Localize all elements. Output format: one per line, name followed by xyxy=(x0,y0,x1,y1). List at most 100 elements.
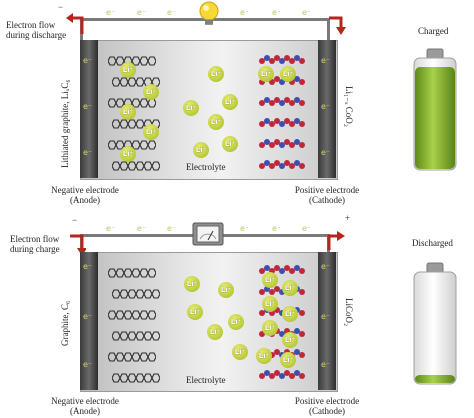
top-anode-plate xyxy=(80,40,98,178)
graphite-layer xyxy=(107,308,157,320)
bottom-electron-4: e⁻ xyxy=(240,224,250,233)
bottom-anode-electron-2: e⁻ xyxy=(83,312,93,321)
bottom-electron-3: e⁻ xyxy=(167,224,177,233)
bottom-li-ion: Li⁺ xyxy=(218,282,234,298)
graphite-layer xyxy=(111,329,161,341)
cathode-layer xyxy=(258,94,306,106)
bottom-anode-electron-1: e⁻ xyxy=(83,262,93,271)
top-right-arrow-icon xyxy=(329,16,346,35)
top-anode-material-label: Lithiated graphite, LiₓC₆ xyxy=(60,79,70,168)
top-anode-electron-3: e⁻ xyxy=(83,148,93,157)
top-li-ion: Li⁺ xyxy=(208,66,224,82)
top-li-ion: Li⁺ xyxy=(143,84,159,100)
bottom-positive-electrode-label: Positive electrode (Cathode) xyxy=(294,396,360,416)
top-cathode-electron-1: e⁻ xyxy=(321,56,331,65)
graphite-layer xyxy=(111,371,161,383)
top-anode-electron-1: e⁻ xyxy=(83,56,93,65)
bottom-li-ion: Li⁺ xyxy=(282,332,298,348)
bottom-plus-sign: + xyxy=(345,213,351,223)
bottom-anode-plate xyxy=(80,252,98,390)
bottom-li-ion: Li⁺ xyxy=(262,296,278,312)
top-cathode-electron-2: e⁻ xyxy=(321,102,331,111)
bottom-flow-label: Electron flow during charge xyxy=(10,234,60,254)
graphite-layer xyxy=(107,266,157,278)
discharged-battery-graphic xyxy=(413,262,457,385)
cathode-layer xyxy=(258,115,306,127)
bottom-electron-1: e⁻ xyxy=(106,224,116,233)
top-electron-6: e⁻ xyxy=(302,8,312,17)
bottom-electron-6: e⁻ xyxy=(302,224,312,233)
bottom-li-ion: Li⁺ xyxy=(228,314,244,330)
top-electrolyte-label: Electrolyte xyxy=(186,162,226,172)
charged-battery-graphic xyxy=(413,48,457,171)
bottom-li-ion: Li⁺ xyxy=(262,320,278,336)
bottom-li-ion: Li⁺ xyxy=(187,304,203,320)
bottom-cathode-electron-2: e⁻ xyxy=(321,312,331,321)
top-flow-label: Electron flow during discharge xyxy=(6,20,67,40)
bottom-cathode-plate xyxy=(318,252,336,390)
top-left-arrow-icon xyxy=(66,13,84,34)
top-cathode-material-label: Li₁₋ₓ CoO₂ xyxy=(344,86,354,127)
discharged-battery-icon xyxy=(412,262,458,391)
charger-meter-icon xyxy=(192,222,224,246)
top-li-ion: Li⁺ xyxy=(120,146,136,162)
cathode-layer xyxy=(258,52,306,64)
bottom-cathode-electron-1: e⁻ xyxy=(321,262,331,271)
bottom-li-ion: Li⁺ xyxy=(282,306,298,322)
bottom-li-ion: Li⁺ xyxy=(262,272,278,288)
bottom-electron-2: e⁻ xyxy=(137,224,147,233)
bottom-electrolyte-label: Electrolyte xyxy=(186,375,226,385)
top-cathode-plate xyxy=(318,40,336,178)
bottom-minus-sign: − xyxy=(72,215,78,225)
bottom-anode-electron-3: e⁻ xyxy=(83,360,93,369)
cathode-layer xyxy=(258,262,306,274)
top-minus-sign: − xyxy=(58,2,64,12)
top-li-ion: Li⁺ xyxy=(193,142,209,158)
top-li-ion: Li⁺ xyxy=(183,100,199,116)
graphite-layer xyxy=(107,350,157,362)
top-electron-5: e⁻ xyxy=(272,8,282,17)
top-electron-2: e⁻ xyxy=(137,8,147,17)
charged-battery-icon xyxy=(412,48,458,177)
bottom-negative-electrode-label: Negative electrode (Anode) xyxy=(51,396,119,416)
cathode-layer xyxy=(258,367,306,379)
top-wire-right xyxy=(327,18,330,42)
bottom-electron-5: e⁻ xyxy=(272,224,282,233)
bottom-cathode-material-label: LiCoO₂ xyxy=(344,298,354,327)
top-li-ion: Li⁺ xyxy=(280,66,296,82)
top-positive-electrode-label: Positive electrode (Cathode) xyxy=(294,185,360,205)
bottom-cathode-electron-3: e⁻ xyxy=(321,360,331,369)
graphite-layer xyxy=(107,54,157,66)
light-bulb-icon xyxy=(199,1,219,25)
graphite-layer xyxy=(107,96,157,108)
top-li-ion: Li⁺ xyxy=(208,114,224,130)
cathode-layer xyxy=(258,157,306,169)
graphite-layer xyxy=(111,287,161,299)
bottom-li-ion: Li⁺ xyxy=(256,348,272,364)
top-electron-4: e⁻ xyxy=(240,8,250,17)
top-electron-1: e⁻ xyxy=(106,8,116,17)
graphite-layer xyxy=(111,117,161,129)
top-cathode-electron-3: e⁻ xyxy=(321,148,331,157)
bottom-li-ion: Li⁺ xyxy=(232,344,248,360)
top-li-ion: Li⁺ xyxy=(222,94,238,110)
graphite-layer xyxy=(111,75,161,87)
top-li-ion: Li⁺ xyxy=(258,66,274,82)
bottom-li-ion: Li⁺ xyxy=(184,276,200,292)
cathode-layer xyxy=(258,136,306,148)
bottom-right-arrow-icon xyxy=(327,231,345,250)
top-li-ion: Li⁺ xyxy=(120,62,136,78)
graphite-layer xyxy=(111,159,161,171)
top-li-ion: Li⁺ xyxy=(222,136,238,152)
charged-label: Charged xyxy=(418,26,449,36)
discharged-label: Discharged xyxy=(412,238,453,248)
top-negative-electrode-label: Negative electrode (Anode) xyxy=(51,185,119,205)
graphite-layer xyxy=(107,138,157,150)
top-li-ion: Li⁺ xyxy=(143,124,159,140)
bottom-li-ion: Li⁺ xyxy=(282,280,298,296)
top-anode-electron-2: e⁻ xyxy=(83,102,93,111)
top-electron-3: e⁻ xyxy=(167,8,177,17)
bottom-li-ion: Li⁺ xyxy=(280,352,296,368)
bottom-li-ion: Li⁺ xyxy=(207,324,223,340)
top-li-ion: Li⁺ xyxy=(120,104,136,120)
